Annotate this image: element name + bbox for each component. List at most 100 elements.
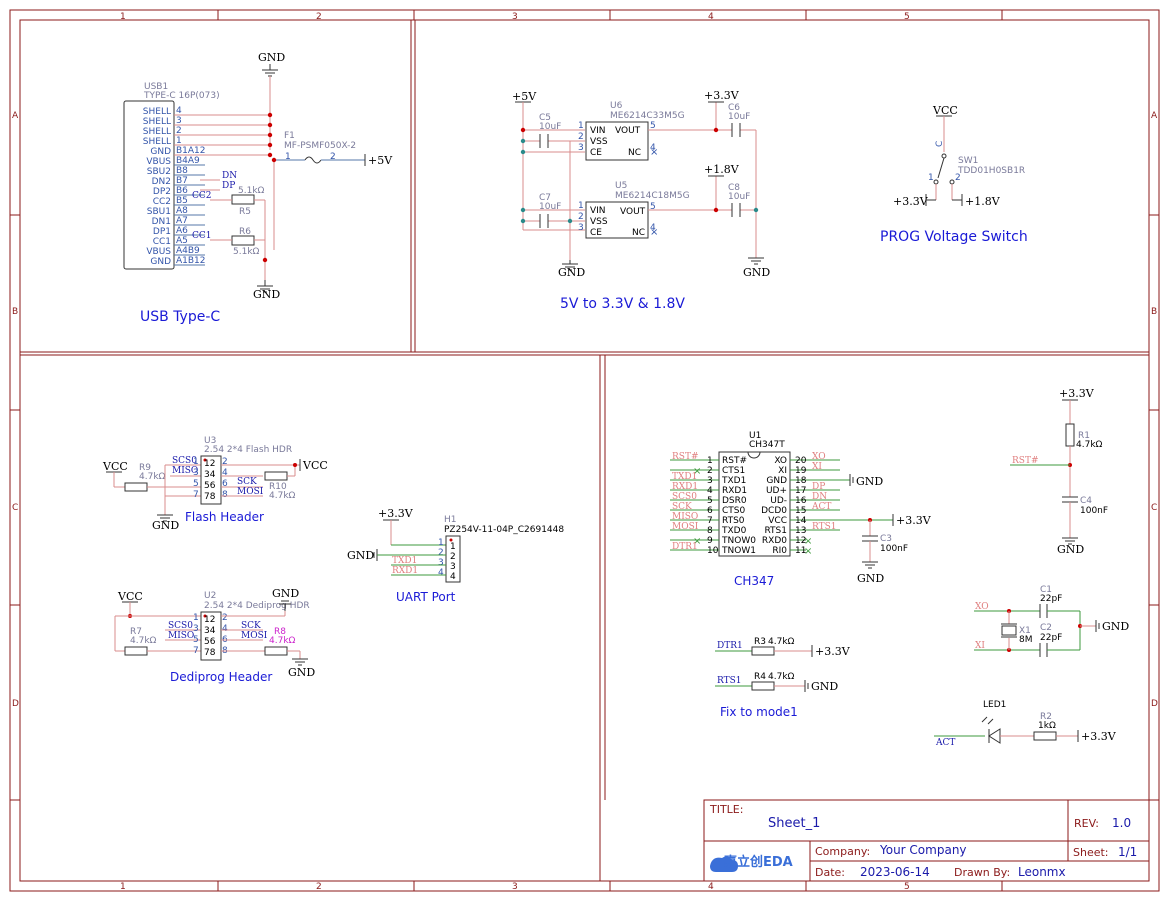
header-pin-left: 1 [193, 613, 199, 623]
u1-value: CH347T [749, 440, 785, 450]
u1-net-left: RST# [672, 452, 699, 462]
u5-nc-x: × [650, 227, 658, 238]
r2-ref: R2 [1040, 712, 1052, 722]
usb-pin-number: A6 [176, 226, 188, 236]
u1-pin-left: TXD0 [721, 526, 747, 536]
usb-pin-number: A5 [176, 236, 188, 246]
net-cc1: CC1 [192, 231, 212, 241]
grid-col-2b: 2 [316, 882, 322, 892]
usb-pin-number: A1B12 [176, 256, 206, 266]
grid-row-a-r: A [1151, 111, 1158, 121]
usb-5v-label: +5V [368, 154, 393, 167]
c7-value: 10uF [539, 202, 561, 212]
u2-value: 2.54 2*4 Dediprog HDR [204, 601, 310, 611]
u1-num-right: 18 [795, 476, 807, 486]
u6-pin1: 1 [578, 121, 584, 131]
u1-pin-left: TXD1 [721, 476, 746, 486]
usb-pin-name: SBU2 [147, 167, 171, 177]
c6-ref: C6 [728, 103, 740, 113]
h1-pin-1: 1 [450, 542, 456, 552]
f1-fuse-symbol [304, 156, 322, 164]
u1-num-left: 2 [707, 466, 713, 476]
header-pin-left: 3 [193, 468, 199, 478]
u1-net-right: RTS1 [812, 522, 837, 532]
u1-net-left: MOSI [672, 522, 699, 532]
r5-resistor [231, 194, 255, 205]
usb-gnd-bottom-label: GND [253, 288, 280, 301]
uart-net-rxd1: RXD1 [392, 566, 418, 576]
sw1-ref: SW1 [958, 156, 978, 166]
u1-num-left: 5 [707, 496, 713, 506]
usb-pin-number: A8 [176, 206, 188, 216]
usb-pin-name: SHELL [143, 107, 171, 117]
u6-value: ME6214C33M5G [610, 111, 685, 121]
grid-row-a: A [12, 111, 19, 121]
uart-net-txd1: TXD1 [392, 556, 417, 566]
header-pin-left: 7 [193, 490, 199, 500]
dedi-gnd-top-label: GND [272, 587, 299, 600]
x1-value: 8M [1019, 635, 1033, 645]
f1-value: MF-PSMF050X-2 [284, 141, 356, 151]
u1-pin-left: TNOW1 [721, 546, 756, 556]
dediprog-section-title: Dediprog Header [170, 670, 272, 684]
u5-pin-nc: NC [632, 228, 645, 238]
u2-body [200, 611, 222, 661]
header-row: 12 [204, 615, 215, 625]
header-pin-left: 5 [193, 635, 199, 645]
r9-ref: R9 [139, 463, 151, 473]
usb-pin-number: B8 [176, 166, 188, 176]
mode-section-title: Fix to mode1 [720, 705, 798, 719]
mode-net-dtr1: DTR1 [717, 641, 743, 651]
grid-col-5b: 5 [904, 882, 910, 892]
header-pin-right: 4 [222, 468, 228, 478]
usb-pin-name: CC2 [153, 197, 171, 207]
u5-pin3: 3 [578, 223, 584, 233]
u1-pin-left: RTS0 [722, 516, 745, 526]
u1-pin-left: CTS0 [722, 506, 745, 516]
grid-col-4b: 4 [708, 882, 714, 892]
u5-pin4: 4 [650, 223, 656, 233]
usb-pin-name: SHELL [143, 127, 171, 137]
r8-resistor [264, 646, 288, 656]
u1-pin-right: GND [766, 476, 787, 486]
u3-value: 2.54 2*4 Flash HDR [204, 445, 292, 455]
flash-ivcc-label: VCC [302, 459, 328, 472]
dediprog-header-block: VCC R7 4.7kΩ SCS0 MISO U2 2.54 2*4 Dedip… [114, 587, 315, 684]
usb-pin-name: DN1 [152, 217, 171, 227]
v33-ldo-label: +3.3V [704, 89, 740, 102]
u1-num-right: 20 [795, 456, 807, 466]
usb1-value: TYPE-C 16P(073) [143, 91, 220, 101]
usb-pin-number: B5 [176, 196, 188, 206]
u3-body [200, 455, 222, 505]
u1-nc-mark: × [804, 536, 812, 547]
usb-pin-number: 2 [176, 126, 182, 136]
u1-net-right: DP [812, 482, 825, 492]
uart-port-block: +3.3V H1 PZ254V-11-04P_C2691448 1 2 3 4 … [347, 507, 564, 604]
u5-pin-ce: CE [590, 228, 602, 238]
u1-num-left: 9 [707, 536, 713, 546]
u1-num-left: 8 [707, 526, 713, 536]
tb-sheet-label: Sheet: [1073, 846, 1109, 859]
u5-ref: U5 [615, 181, 627, 191]
usb-pin-name: GND [150, 147, 171, 157]
u1-num-left: 3 [707, 476, 713, 486]
f1-pin2: 2 [330, 152, 336, 162]
header-row: 34 [204, 470, 216, 480]
u1-pin-right: RXD0 [762, 536, 787, 546]
led-net-act: ACT [935, 738, 955, 748]
mode-gnd-label: GND [811, 680, 838, 693]
grid-col-1: 1 [120, 12, 126, 22]
u1-pin-right: UD- [770, 496, 787, 506]
header-pin-right: 2 [222, 457, 228, 467]
u1-num-right: 13 [795, 526, 806, 536]
dedi-gnd-bottom-label: GND [288, 666, 315, 679]
flash-vcc-label: VCC [102, 460, 128, 473]
flash-net-sck: SCK [237, 477, 257, 487]
easyeda-logo: 嘉立创EDA [710, 854, 793, 872]
r7-resistor [124, 646, 148, 656]
c2-ref: C2 [1040, 623, 1052, 633]
header-pin-right: 8 [222, 490, 228, 500]
u5-pin-vin: VIN [590, 206, 606, 216]
tb-title-label: TITLE: [709, 803, 743, 816]
